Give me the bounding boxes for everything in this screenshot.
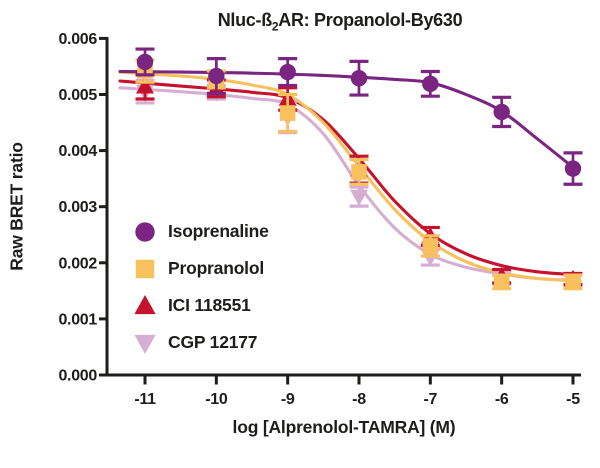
legend-marker-svg-isoprenaline <box>135 221 155 242</box>
legend-marker-svg-propranolol <box>135 259 155 278</box>
square-marker-propranolol <box>422 238 439 254</box>
legend-label-propranolol: Propranolol <box>168 258 264 278</box>
square-marker-propranolol <box>565 274 581 290</box>
circle-marker-isoprenaline <box>208 67 225 85</box>
circle-icon <box>130 220 160 244</box>
x-tick-label: -8 <box>352 391 366 408</box>
circle-marker-isoprenaline <box>350 70 368 87</box>
triangle-up-icon <box>130 294 160 318</box>
y-tick-label: 0.005 <box>58 87 97 104</box>
y-tick-label: 0.001 <box>58 311 97 328</box>
x-tick-label: -7 <box>424 391 438 408</box>
legend-item-ici-118551: ICI 118551 <box>130 291 269 320</box>
legend-marker-svg-cgp-12177 <box>134 334 156 354</box>
legend-triangle-down-cgp-12177 <box>134 334 156 354</box>
y-tick-label: 0.000 <box>58 368 97 385</box>
legend-triangle-up-ici-118551 <box>134 294 156 314</box>
x-tick-label: -10 <box>205 391 228 408</box>
legend-item-isoprenaline: Isoprenaline <box>130 217 269 246</box>
x-axis-label: log [Alprenolol-TAMRA] (M) <box>232 417 456 437</box>
legend-marker-svg-ici-118551 <box>134 294 156 314</box>
legend-square-propranolol <box>135 259 155 278</box>
legend-label-cgp-12177: CGP 12177 <box>168 332 258 352</box>
triangle-up-marker-ici-118551 <box>136 77 154 94</box>
triangle-down-marker-cgp-12177 <box>349 189 368 206</box>
x-tick-label: -5 <box>566 391 580 408</box>
triangle-down-marker-cgp-12177 <box>421 250 440 267</box>
circle-marker-isoprenaline <box>493 103 510 121</box>
y-tick-label: 0.006 <box>58 31 97 48</box>
square-marker-propranolol <box>279 105 296 121</box>
square-icon <box>130 257 160 281</box>
circle-marker-isoprenaline <box>136 53 154 71</box>
y-tick-label: 0.002 <box>58 255 97 272</box>
y-tick-label: 0.004 <box>58 143 97 160</box>
legend-item-cgp-12177: CGP 12177 <box>130 328 269 357</box>
chart-title: Nluc-ß2AR: Propanolol-By630 <box>95 10 585 34</box>
triangle-down-icon <box>130 331 160 355</box>
legend-label-ici-118551: ICI 118551 <box>168 295 251 315</box>
chart-title-suffix: AR: Propanolol-By630 <box>278 10 463 30</box>
legend-circle-isoprenaline <box>135 221 155 242</box>
y-tick-label: 0.003 <box>58 199 97 216</box>
chart-title-prefix: Nluc-ß <box>217 10 273 30</box>
circle-marker-isoprenaline <box>279 63 296 81</box>
legend-label-isoprenaline: Isoprenaline <box>168 221 269 241</box>
x-tick-label: -11 <box>134 391 156 408</box>
legend-item-propranolol: Propranolol <box>130 254 269 283</box>
x-tick-label: -9 <box>281 391 295 408</box>
square-marker-propranolol <box>351 164 367 180</box>
x-tick-label: -6 <box>495 391 509 408</box>
circle-marker-isoprenaline <box>564 160 582 177</box>
chart-title-subscript: 2 <box>271 19 279 34</box>
square-marker-propranolol <box>493 274 510 290</box>
circle-marker-isoprenaline <box>422 75 439 93</box>
